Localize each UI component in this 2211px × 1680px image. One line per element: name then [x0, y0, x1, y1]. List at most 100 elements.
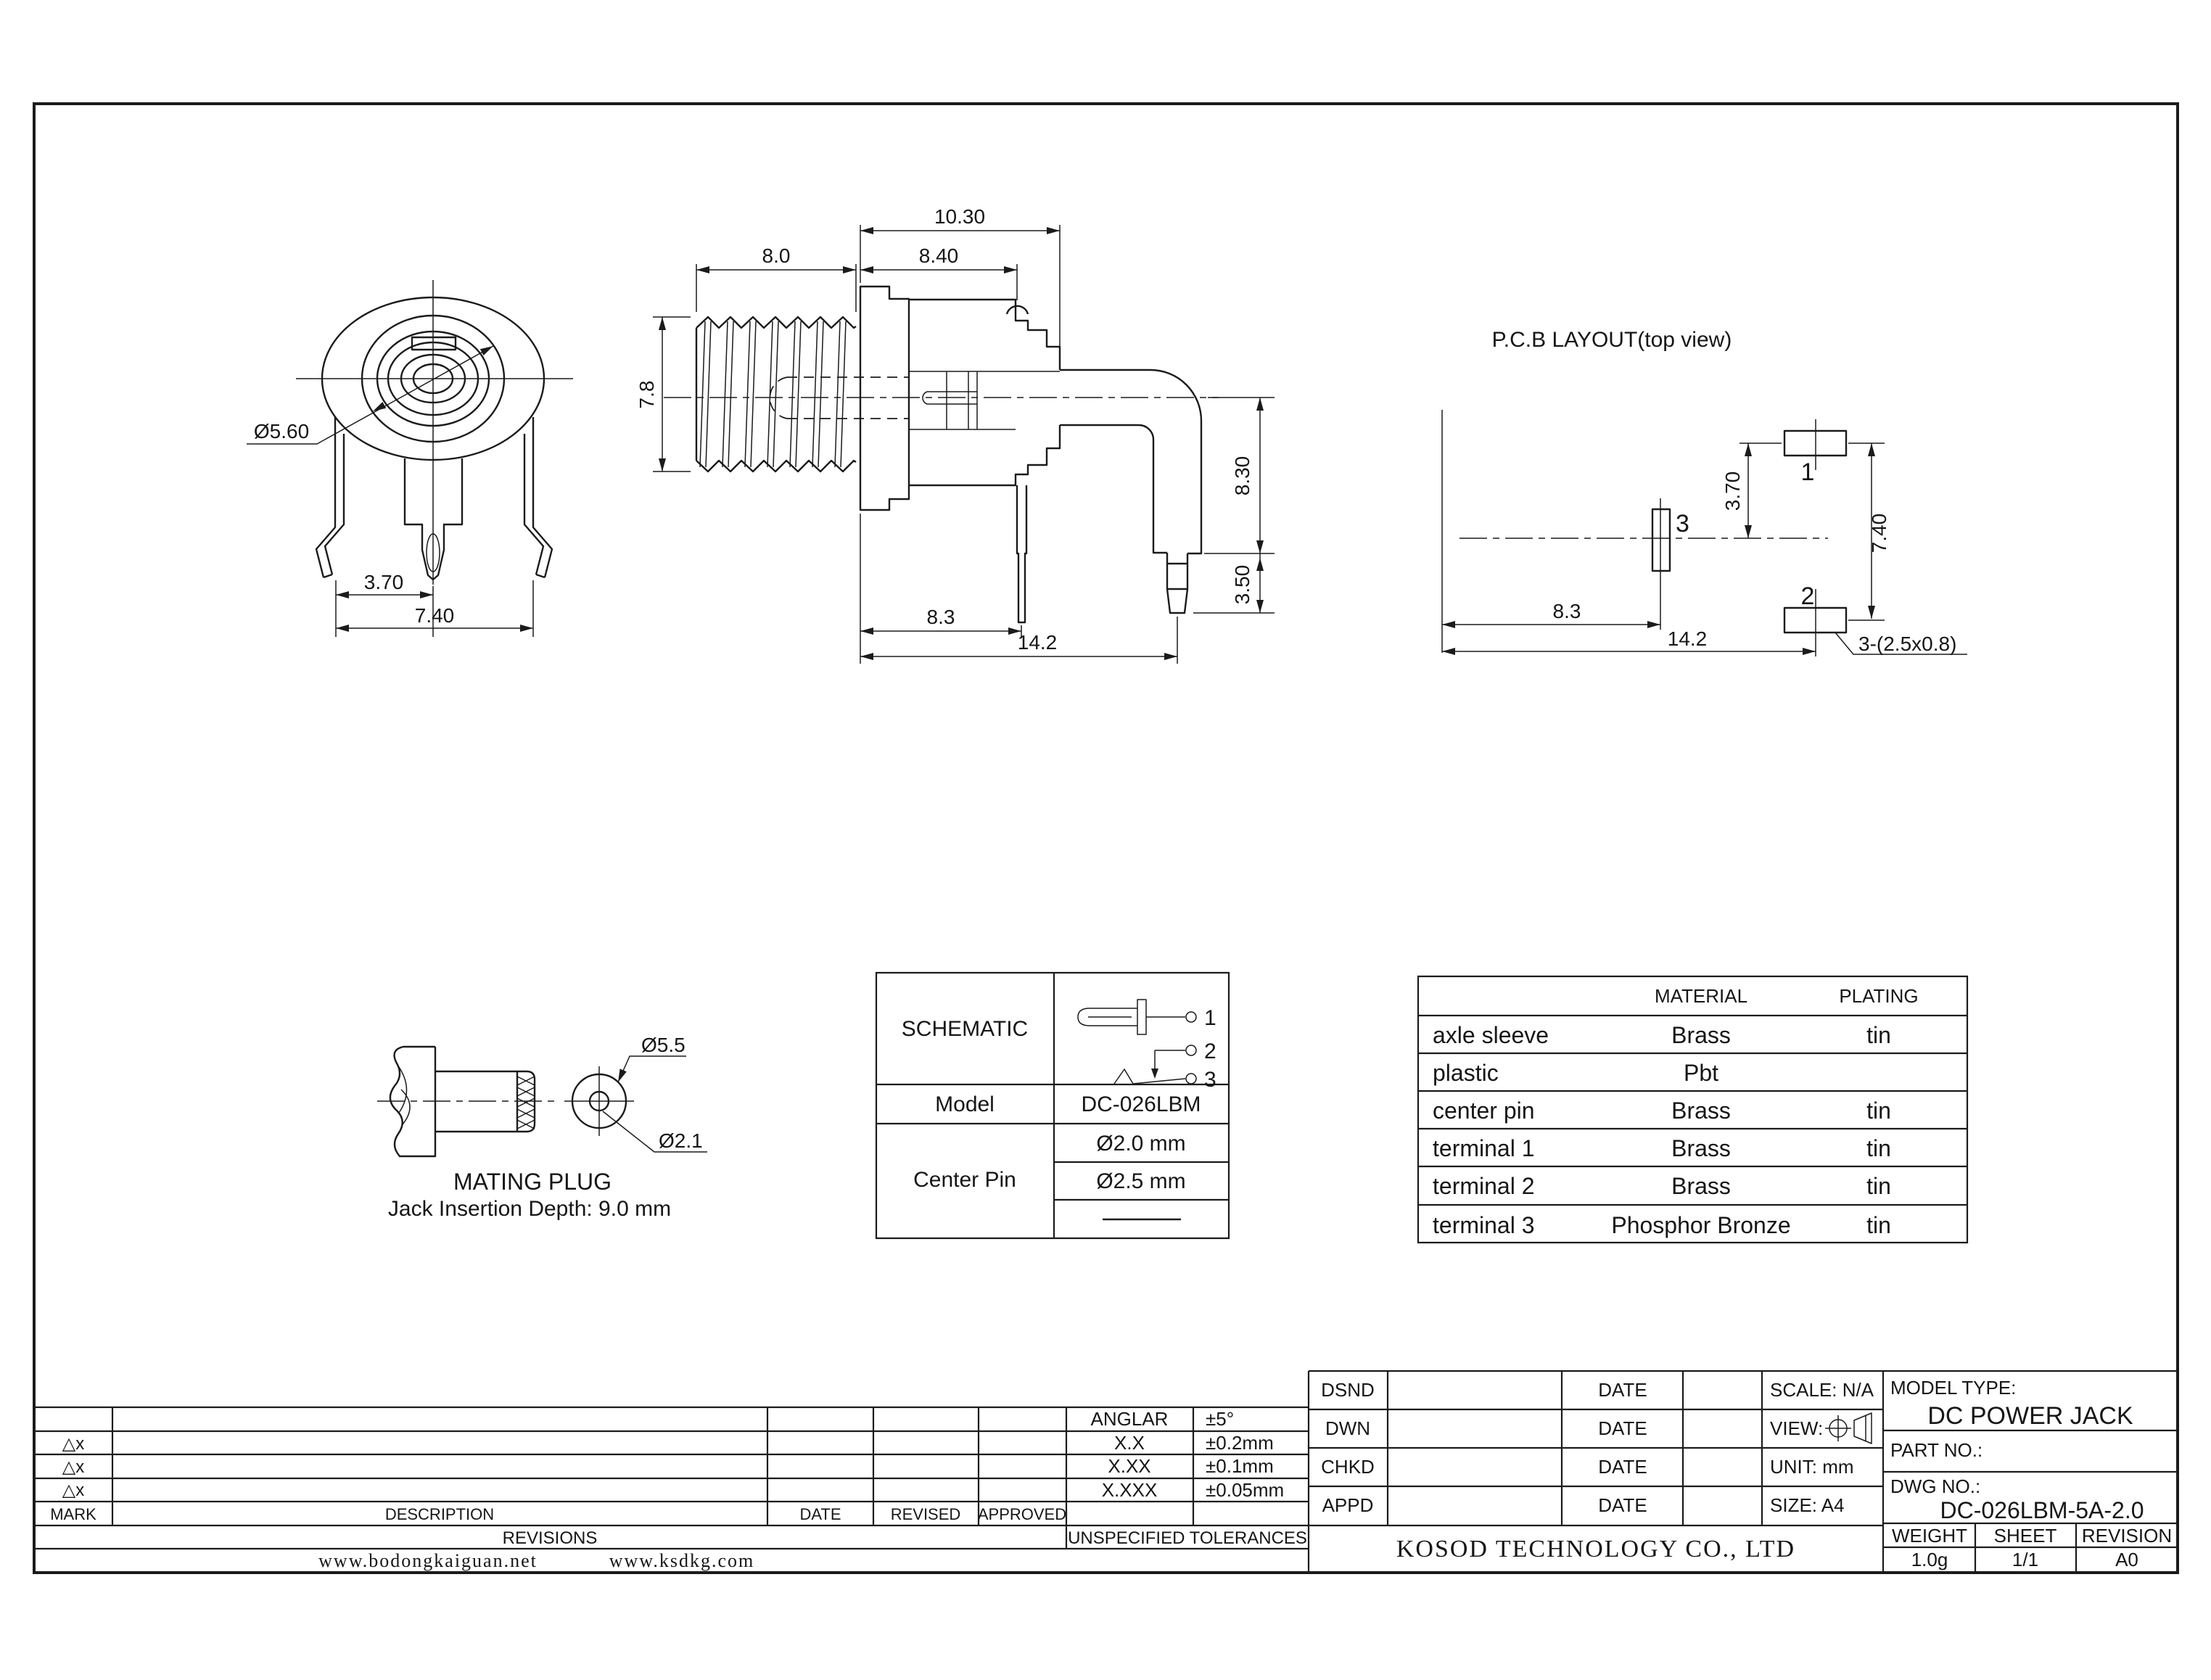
symbol-node-2: [1185, 1045, 1197, 1056]
side-overall: 10.30: [934, 205, 985, 228]
plug-end-crosshair: [564, 1066, 634, 1136]
approved-header: APPROVED: [978, 1505, 1066, 1523]
front-left-leg: [315, 417, 345, 579]
page-border: [33, 102, 2179, 1574]
material-row-material: Brass: [1671, 1173, 1731, 1199]
revisions-table-grid: [34, 1406, 1309, 1550]
size-value: SIZE: A4: [1770, 1494, 1845, 1516]
description-header: DESCRIPTION: [385, 1505, 494, 1523]
terminal3-pin: [1016, 485, 1028, 624]
side-body: [909, 298, 1061, 487]
material-row-material: Phosphor Bronze: [1611, 1212, 1790, 1238]
plug-collar-break-lines: [397, 1064, 411, 1125]
pcb-dim-lines: [1442, 443, 1967, 655]
side-tip-len: 3.50: [1231, 565, 1253, 605]
appd-label: APPD: [1322, 1494, 1374, 1516]
website-1: www.bodongkaiguan.net: [318, 1550, 538, 1571]
symbol-pin1-label: 1: [1204, 1006, 1216, 1030]
front-ring-3: [376, 330, 490, 427]
mark-header: MARK: [50, 1505, 96, 1523]
appd-date-label: DATE: [1598, 1494, 1647, 1516]
material-row-plating: tin: [1866, 1022, 1891, 1048]
front-middle-leg: [403, 458, 464, 581]
company-name: KOSOD TECHNOLOGY CO., LTD: [1396, 1536, 1795, 1562]
front-ring-2: [361, 314, 506, 443]
front-dia-label: Ø5.60: [254, 420, 309, 442]
tol-xx-value: ±0.2mm: [1206, 1432, 1274, 1454]
front-right-leg: [523, 417, 553, 579]
schematic-centerpin-label: Center Pin: [913, 1168, 1016, 1192]
mating-plug: Ø5.5 Ø2.1 MATING PLUG Jack Insertion Dep…: [377, 1034, 707, 1221]
symbol-node-1: [1185, 1011, 1197, 1023]
pcb-layout: P.C.B LAYOUT(top view) 3 1 2 3.70 7.40 8…: [1441, 328, 1967, 656]
material-row-plating: tin: [1866, 1173, 1891, 1199]
revisions-label: REVISIONS: [503, 1528, 598, 1548]
revision-label: REVISION: [2082, 1525, 2172, 1547]
dwg-no-value: DC-026LBM-5A-2.0: [1940, 1497, 2144, 1523]
plug-insertion-note: Jack Insertion Depth: 9.0 mm: [388, 1197, 671, 1221]
part-no-label: PART NO.:: [1890, 1439, 1983, 1461]
schematic-title: SCHEMATIC: [902, 1017, 1028, 1041]
front-middle-leg-slot: [426, 533, 440, 572]
material-row-part: center pin: [1433, 1098, 1535, 1124]
dsnd-date-label: DATE: [1598, 1379, 1647, 1401]
material-row-part: axle sleeve: [1433, 1022, 1549, 1048]
side-dim-lines: [653, 225, 1275, 664]
plug-knurl-hatch: [516, 1076, 535, 1129]
material-table: MATERIAL PLATING axle sleeve Brass tin p…: [1417, 975, 1969, 1244]
material-row-material: Brass: [1671, 1135, 1731, 1161]
pcb-pad3: [1651, 508, 1671, 572]
plating-header: PLATING: [1839, 985, 1918, 1007]
dsnd-label: DSND: [1321, 1379, 1375, 1401]
material-row-material: Pbt: [1684, 1060, 1718, 1086]
side-center-pin: [922, 391, 977, 405]
view-label: VIEW:: [1770, 1417, 1823, 1439]
front-center-hole: [412, 363, 454, 395]
pcb-dim-740: 7.40: [1868, 514, 1890, 553]
plug-dia-pin: Ø2.1: [659, 1129, 703, 1152]
unspecified-tolerances-label: UNSPECIFIED TOLERANCES: [1068, 1528, 1307, 1548]
side-flange: [859, 285, 910, 511]
material-row-part: terminal 3: [1433, 1212, 1535, 1238]
anglar-label: ANGLAR: [1091, 1408, 1169, 1430]
side-body-len: 8.40: [919, 244, 959, 267]
side-height: 8.30: [1231, 456, 1253, 496]
material-row-plating: tin: [1866, 1135, 1891, 1161]
weight-label: WEIGHT: [1892, 1525, 1967, 1547]
revision-value: A0: [2115, 1549, 2138, 1570]
material-row-part: terminal 2: [1433, 1173, 1535, 1199]
tol-xxx-label: X.XX: [1108, 1455, 1150, 1477]
date-header: DATE: [799, 1505, 841, 1523]
front-dim-lines: [247, 345, 534, 637]
schematic-model-value: DC-026LBM: [1081, 1092, 1201, 1116]
symbol-pin2-label: 2: [1204, 1039, 1216, 1063]
thread-lines: [699, 321, 847, 468]
front-span-label: 7.40: [415, 604, 455, 627]
plug-barrel: [435, 1070, 536, 1133]
projection-view-icon: [1825, 1412, 1872, 1444]
material-row-material: Brass: [1671, 1022, 1731, 1048]
side-pin3-offset: 8.3: [927, 606, 955, 628]
pcb-pad2-axis: [1815, 589, 1885, 656]
front-outer-ring: [321, 296, 545, 461]
side-dim-arrows: [659, 227, 1264, 660]
material-row-part: terminal 1: [1433, 1135, 1535, 1161]
scale-value: SCALE: N/A: [1770, 1379, 1874, 1401]
plug-leader-arrow: [618, 1068, 627, 1082]
dwg-no-label: DWG NO.:: [1890, 1475, 1980, 1497]
schematic-pin20: Ø2.0 mm: [1096, 1132, 1185, 1156]
plug-collar: [389, 1045, 437, 1158]
rev-mark-3: △x: [62, 1481, 84, 1500]
side-thread-dia: 7.8: [635, 381, 658, 409]
plug-dia-outer: Ø5.5: [641, 1034, 685, 1056]
symbol-contact-arrow: [1151, 1068, 1158, 1079]
side-hidden-bushing: [769, 376, 909, 419]
symbol-flange: [1137, 999, 1147, 1035]
front-ring-5: [400, 353, 466, 404]
side-pin-offset: 14.2: [1018, 631, 1058, 654]
front-ring-4: [387, 341, 479, 416]
info-block-grid: [1307, 1370, 2178, 1573]
material-row-part: plastic: [1433, 1060, 1499, 1086]
front-key-notch: [411, 336, 457, 351]
website-2: www.ksdkg.com: [609, 1550, 755, 1571]
